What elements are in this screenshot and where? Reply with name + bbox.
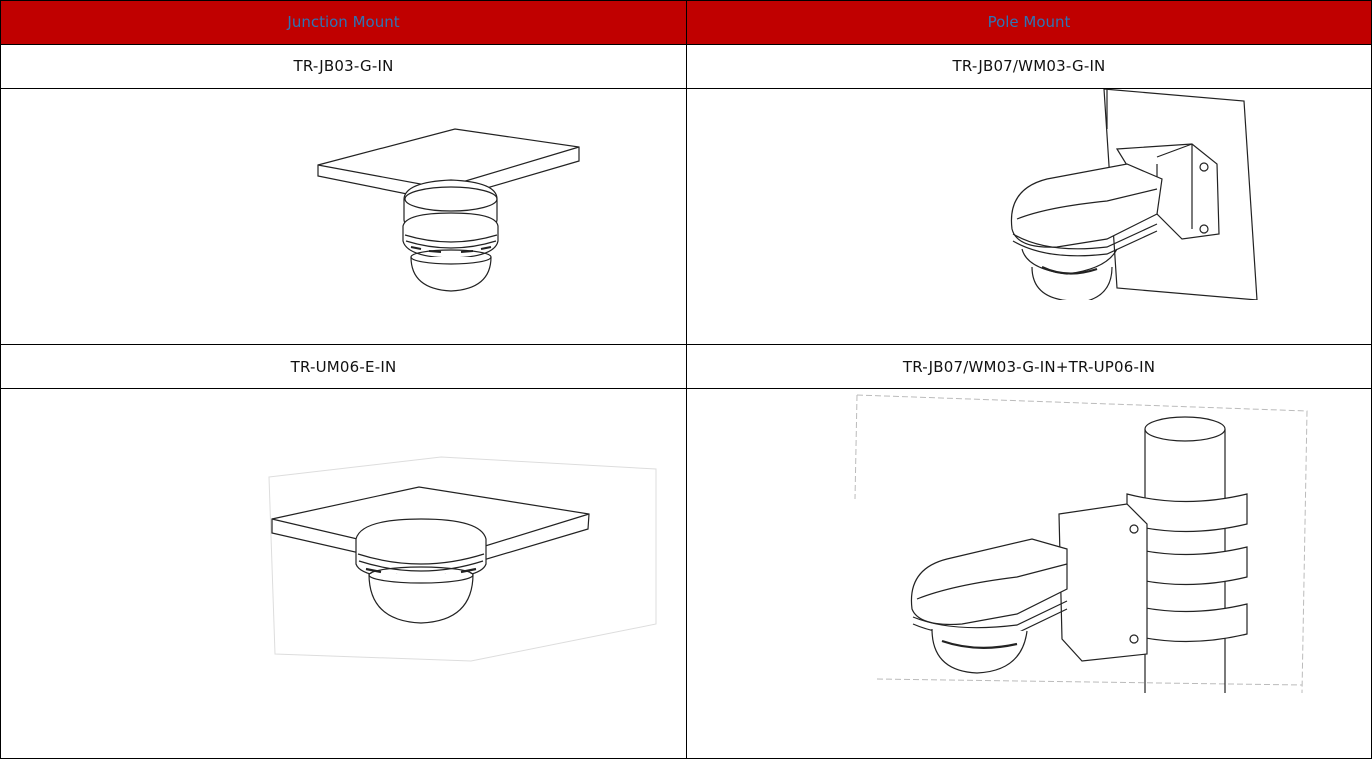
dome-camera-junction-box-icon <box>317 127 580 292</box>
dome-camera-wall-mount-icon <box>1010 89 1258 300</box>
universal-mount-image-cell <box>0 388 687 759</box>
model-label-universal-mount: TR-UM06-E-IN <box>0 344 687 390</box>
header-junction-mount: Junction Mount <box>0 0 687 45</box>
model-row-2: TR-UM06-E-IN TR-JB07/WM03-G-IN+TR-UP06-I… <box>0 344 1372 390</box>
junction-box-image-cell <box>0 87 687 346</box>
dome-camera-universal-mount-icon <box>268 456 657 662</box>
header-pole-mount: Pole Mount <box>686 0 1372 45</box>
model-row-1: TR-JB03-G-IN TR-JB07/WM03-G-IN <box>0 43 1372 89</box>
image-row-1 <box>0 87 1372 346</box>
model-label-wall-mount: TR-JB07/WM03-G-IN <box>686 43 1372 89</box>
image-row-2 <box>0 388 1372 759</box>
dome-camera-pole-mount-icon <box>854 394 1308 694</box>
model-label-junction-box: TR-JB03-G-IN <box>0 43 687 89</box>
header-row: Junction Mount Pole Mount <box>0 0 1372 45</box>
pole-mount-image-cell <box>686 388 1372 759</box>
model-label-pole-mount: TR-JB07/WM03-G-IN+TR-UP06-IN <box>686 344 1372 390</box>
wall-mount-image-cell <box>686 87 1372 346</box>
